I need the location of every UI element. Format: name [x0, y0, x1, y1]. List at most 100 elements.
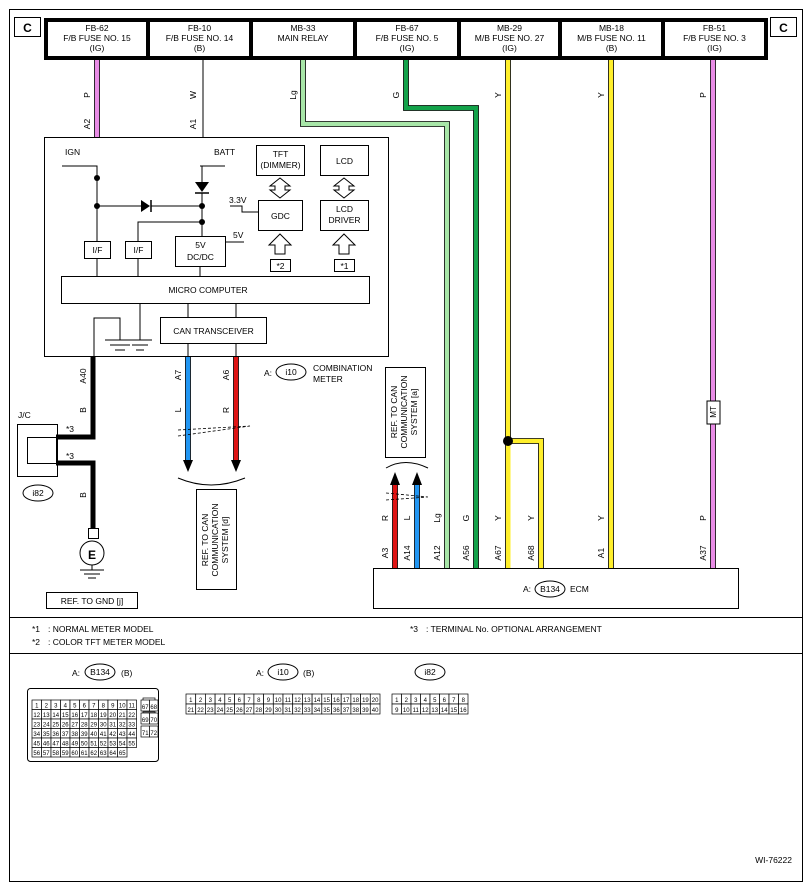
micro-computer-label: MICRO COMPUTER: [168, 285, 247, 295]
wire-color-label: L: [173, 407, 183, 412]
pin-number: 14: [52, 713, 59, 719]
pin-number: 51: [90, 742, 97, 748]
pin-number: 68: [150, 705, 157, 711]
meter-conn-code: i10: [285, 367, 297, 377]
pin-number: 29: [265, 708, 272, 714]
ground-e: E REF. TO GND [j]: [46, 528, 138, 609]
note-text: : COLOR TFT METER MODEL: [48, 637, 166, 647]
pin-number: 21: [119, 713, 126, 719]
pin-number: 26: [62, 723, 69, 729]
wire-color-label: Y: [526, 515, 536, 521]
wire-black-gnd: [56, 357, 96, 440]
pin-number: 15: [62, 713, 69, 719]
pin-number: 20: [372, 698, 379, 704]
pin-number: 19: [100, 713, 107, 719]
pin-number: 3: [209, 698, 213, 704]
ign-label: IGN: [65, 147, 80, 157]
combination-meter: IGN BATT I/F I/F 5V DC/DC 5V: [44, 137, 389, 384]
wire-color-label: Y: [493, 515, 503, 521]
wire-color-label: P: [82, 92, 92, 98]
double-arrow-icon: [268, 177, 292, 199]
pin-number: 10: [275, 698, 282, 704]
tft-box: [256, 145, 305, 176]
ecm-conn-code: B134: [540, 584, 560, 594]
fuse-name: M/B FUSE NO. 27: [475, 33, 545, 43]
dcdc-box: [175, 236, 226, 267]
jc-code: i82: [32, 488, 44, 498]
pin-number: 5: [73, 704, 77, 710]
pin-number: 2: [199, 698, 203, 704]
wire-color-label: P: [698, 515, 708, 521]
splice-dot: [503, 436, 513, 446]
dcdc-label-2: DC/DC: [187, 252, 214, 262]
fuse-id: FB-10: [188, 23, 211, 33]
meter-title-2: METER: [313, 374, 343, 384]
pin-number: 36: [52, 732, 59, 738]
fuse-name: MAIN RELAY: [278, 33, 329, 43]
fuse-sub: (B): [606, 43, 618, 53]
pin-cell: [149, 725, 159, 738]
pin-label: A40: [78, 368, 88, 383]
pin-number: 17: [343, 698, 350, 704]
diode-icon: [141, 200, 150, 212]
ecm-conn-prefix: A:: [523, 584, 531, 594]
pin-number: 33: [128, 723, 135, 729]
pin-number: 11: [285, 698, 292, 704]
pin-number: 13: [431, 708, 438, 714]
pin-label: A1: [596, 548, 606, 559]
fuse-name: F/B FUSE NO. 14: [166, 33, 234, 43]
wire-color-label: B: [78, 407, 88, 413]
ground-ref-label: REF. TO GND [j]: [61, 596, 124, 606]
pin-number: 7: [452, 698, 456, 704]
pin-number: 37: [343, 708, 350, 714]
pin-number: 27: [71, 723, 78, 729]
pin-label: A68: [526, 545, 536, 560]
pin-number: 28: [81, 723, 88, 729]
can-ref-d-line-1: REF. TO CAN: [200, 514, 210, 567]
v5-label: 5V: [233, 230, 244, 240]
pin-number: 1: [35, 704, 39, 710]
arrow-up-outline-icon: [331, 233, 357, 255]
pin-number: 8: [462, 698, 466, 704]
wire-color-label: B: [78, 492, 88, 498]
fuse-sub: (IG): [90, 43, 105, 53]
pin-number: 12: [33, 713, 40, 719]
pin-number: 4: [218, 698, 222, 704]
fuse-id: FB-51: [703, 23, 726, 33]
pin-number: 8: [257, 698, 261, 704]
pin-label: A56: [461, 545, 471, 560]
pin-number: 16: [333, 698, 340, 704]
conn-code: B134: [90, 667, 110, 677]
pin-number: 63: [100, 751, 107, 757]
can-transceiver-label: CAN TRANSCEIVER: [173, 326, 254, 336]
pin-number: 61: [81, 751, 88, 757]
pin-number: 15: [450, 708, 457, 714]
fuse-sub: (IG): [400, 43, 415, 53]
fuse-id: MB-33: [290, 23, 315, 33]
can-ref-a-line-3: SYSTEM [a]: [409, 389, 419, 436]
fuse-name: M/B FUSE NO. 11: [577, 33, 646, 43]
wire-color-label: L: [402, 515, 412, 520]
if-box-ign: [84, 241, 111, 259]
pin-number: 9: [111, 704, 115, 710]
jc-terminal-mark: *3: [66, 451, 74, 461]
can-ref-a-line-1: REF. TO CAN: [389, 386, 399, 439]
pin-number: 70: [150, 718, 157, 724]
pin-number: 43: [119, 732, 126, 738]
pin-number: 38: [71, 732, 78, 738]
pin-number: 6: [238, 698, 242, 704]
pin-number: 2: [405, 698, 409, 704]
pin-number: 7: [247, 698, 251, 704]
connector-c-label: C: [23, 21, 32, 35]
v33-label: 3.3V: [229, 195, 247, 205]
pin-number: 35: [43, 732, 50, 738]
can-ref-d-line-2: COMMUNICATION: [210, 503, 220, 576]
pin-number: 47: [52, 742, 59, 748]
batt-label: BATT: [214, 147, 235, 157]
pin-number: 20: [109, 713, 116, 719]
fuse-box-3: MB-33 MAIN RELAY: [253, 22, 353, 56]
pin-cell: [149, 712, 159, 725]
pin-number: 49: [71, 742, 78, 748]
pin-number: 18: [352, 698, 359, 704]
fuse-bar: FB-62 F/B FUSE NO. 15 (IG) FB-10 F/B FUS…: [44, 18, 768, 60]
